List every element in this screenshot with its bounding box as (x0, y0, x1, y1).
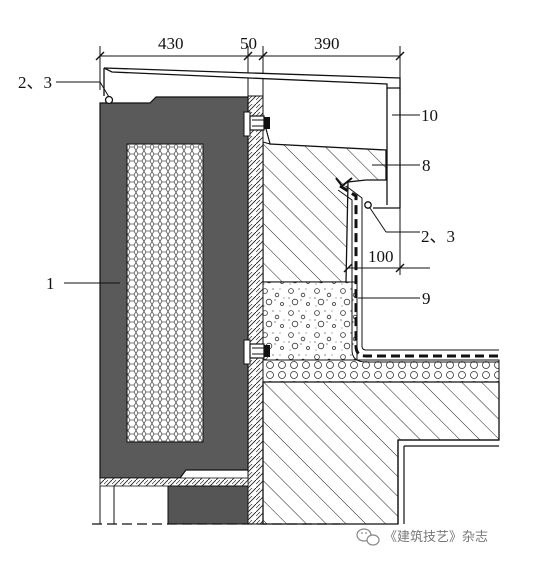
callout-2-3-top: 2、3 (18, 73, 52, 92)
leader-23-top-2 (99, 81, 110, 98)
foam-concrete-fill (262, 281, 358, 361)
dimension-430: 430 (158, 34, 184, 53)
callout-9: 9 (422, 289, 431, 308)
wechat-icon (356, 528, 380, 546)
dimension-line-top (95, 46, 405, 110)
dimension-50: 50 (240, 34, 257, 53)
roof-insulation-board (262, 359, 500, 383)
base-block (99, 477, 249, 525)
ceiling-opening (397, 439, 499, 524)
callout-8: 8 (422, 156, 431, 175)
dimension-390: 390 (314, 34, 340, 53)
anchor-bolt-lower (243, 339, 270, 365)
dimension-100: 100 (368, 247, 394, 266)
insulation-layer (247, 95, 264, 525)
sealant-bead-top (104, 95, 114, 105)
watermark-text: 《建筑技艺》杂志 (384, 529, 488, 545)
anchor-bolt-upper (243, 111, 270, 137)
facade-panel (99, 96, 249, 479)
callout-2-3-right: 2、3 (421, 227, 455, 246)
callout-10: 10 (421, 106, 438, 125)
leader-23-right (369, 207, 387, 233)
roof-slab (262, 381, 500, 525)
metal-coping-cap (103, 67, 401, 209)
watermark: 《建筑技艺》杂志 (356, 528, 488, 546)
sealant-bead-right (364, 201, 372, 209)
waterproof-membrane (339, 184, 499, 358)
callout-1: 1 (46, 274, 55, 293)
dimension-line-right (343, 208, 430, 275)
